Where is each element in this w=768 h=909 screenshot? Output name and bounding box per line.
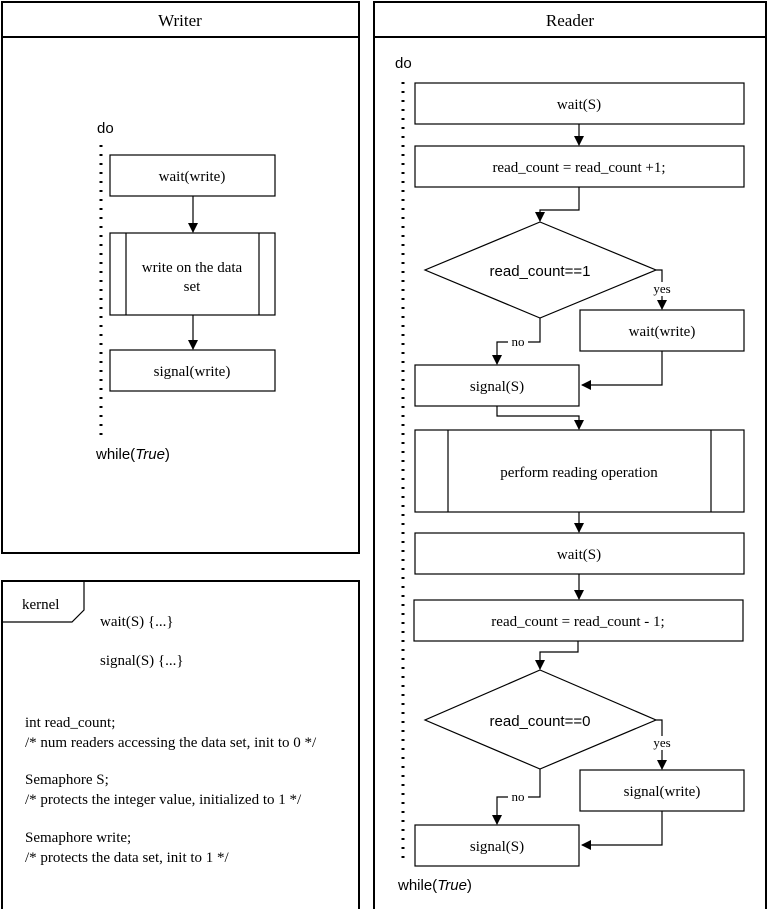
- reader-yes-2-label: yes: [653, 735, 670, 750]
- reader-perform-box: [414, 429, 745, 513]
- writer-signal-write-box: [109, 349, 276, 392]
- kernel-wait-def: wait(S) {...}: [100, 614, 174, 630]
- reader-no-bg: [508, 335, 528, 349]
- kernel-panel: kernel wait(S) {...} signal(S) {...} int…: [1, 580, 360, 909]
- reader-no-bg: [508, 790, 528, 804]
- reader-decrement-label: read_count = read_count - 1;: [491, 614, 664, 630]
- reader-increment-label: read_count = read_count +1;: [492, 160, 665, 176]
- writer-wait-write-box: [109, 154, 276, 197]
- reader-arrow: [535, 641, 579, 670]
- reader-arrow: [581, 351, 663, 390]
- reader-do-label: do: [395, 55, 412, 72]
- reader-wait-s-2-label: wait(S): [557, 547, 601, 563]
- kernel-line: /* protects the integer value, initializ…: [25, 792, 302, 808]
- reader-signal-write-box: [579, 769, 745, 812]
- kernel-tab: [2, 581, 85, 623]
- reader-arrow: [535, 187, 580, 222]
- writer-process-line2: set: [184, 279, 201, 295]
- kernel-line: /* num readers accessing the data set, i…: [25, 735, 317, 751]
- writer-panel: Writer do wait(write) write on the data …: [1, 1, 360, 554]
- kernel-tab-label: kernel: [22, 597, 59, 613]
- reader-arrow: [496, 406, 584, 430]
- writer-wait-write-label: wait(write): [159, 169, 226, 185]
- writer-do-label: do: [97, 120, 114, 137]
- kernel-line: Semaphore write;: [25, 830, 131, 846]
- reader-arrow: [581, 811, 663, 850]
- writer-signal-write-label: signal(write): [154, 364, 231, 380]
- kernel-line: int read_count;: [25, 715, 115, 731]
- reader-yes-arrow: [656, 719, 667, 770]
- reader-yes-bg: [651, 282, 673, 296]
- kernel-signal-def: signal(S) {...}: [100, 653, 184, 669]
- reader-yes-1-label: yes: [653, 281, 670, 296]
- reader-wait-s-box: [414, 82, 745, 125]
- reader-signal-write-label: signal(write): [624, 784, 701, 800]
- writer-title: Writer: [158, 11, 202, 30]
- kernel-line: /* protects the data set, init to 1 */: [25, 850, 230, 866]
- reader-signal-s-2-label: signal(S): [470, 839, 524, 855]
- reader-yes-bg: [651, 736, 673, 750]
- reader-wait-s-2-box: [414, 532, 745, 575]
- reader-perform-label: perform reading operation: [500, 465, 658, 481]
- reader-increment-box: [414, 145, 745, 188]
- writer-process-box: [109, 232, 276, 316]
- reader-signal-s-box: [414, 364, 580, 407]
- reader-decision-2-label: read_count==0: [490, 713, 591, 730]
- kernel-line: Semaphore S;: [25, 772, 109, 788]
- reader-no-2-label: no: [512, 789, 525, 804]
- reader-title: Reader: [546, 11, 594, 30]
- reader-wait-write-label: wait(write): [629, 324, 696, 340]
- reader-decision-1-label: read_count==1: [490, 263, 591, 280]
- reader-panel: Reader do wait(S) read_count = read_coun…: [373, 1, 767, 909]
- reader-while-label: while(True): [397, 877, 472, 894]
- reader-wait-s-label: wait(S): [557, 97, 601, 113]
- reader-no-1-label: no: [512, 334, 525, 349]
- reader-signal-s-label: signal(S): [470, 379, 524, 395]
- writer-while-label: while(True): [95, 446, 170, 463]
- reader-signal-s-2-box: [414, 824, 580, 867]
- writer-process-line1: write on the data: [142, 260, 243, 276]
- reader-decrement-box: [413, 599, 744, 642]
